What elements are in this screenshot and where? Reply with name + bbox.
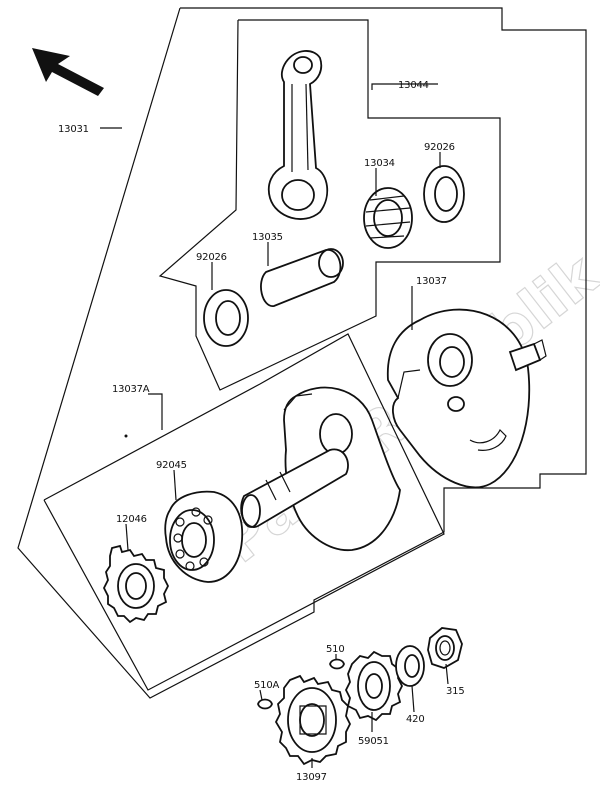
label-92045: 92045: [156, 460, 187, 471]
label-315: 315: [446, 686, 465, 697]
label-92026-lower: 92026: [196, 252, 227, 263]
label-420: 420: [406, 714, 425, 725]
thrust-washer-92026-upper: [423, 165, 465, 223]
gear-13097: [274, 674, 352, 766]
assembly-boundary-13031: [17, 7, 587, 699]
label-59051: 59051: [358, 736, 389, 747]
label-13037A: 13037A: [112, 384, 150, 395]
label-13031: 13031: [58, 124, 89, 135]
crankshaft-half-13037: [386, 308, 547, 489]
label-92026-upper: 92026: [424, 142, 455, 153]
label-13037: 13037: [416, 276, 447, 287]
gear-12046: [102, 544, 170, 624]
connecting-rod: [267, 50, 329, 220]
key-510A: [257, 698, 273, 710]
label-13035: 13035: [252, 232, 283, 243]
label-510A: 510A: [254, 680, 279, 691]
label-13044: 13044: [398, 80, 429, 91]
nut-315: [427, 627, 463, 669]
key-510: [329, 658, 345, 670]
crankshaft-half-13037A: [240, 386, 401, 551]
arrow-up-left-icon: [32, 48, 104, 96]
label-13097: 13097: [296, 772, 327, 783]
washer-420: [395, 645, 425, 687]
print-dot: [124, 434, 128, 438]
bearing-balls: [173, 507, 213, 571]
thrust-washer-92026-lower: [203, 289, 249, 347]
label-13034: 13034: [364, 158, 395, 169]
crank-pin-13035: [260, 248, 344, 307]
label-510: 510: [326, 644, 345, 655]
conrod-group-boundary: [158, 19, 501, 391]
leader-lines: [100, 83, 449, 768]
gear-59051: [344, 650, 404, 722]
label-12046: 12046: [116, 514, 147, 525]
crank-half-group-boundary: [43, 333, 445, 691]
needle-bearing-13034: [363, 187, 413, 249]
ball-bearing-92045: [164, 490, 244, 583]
